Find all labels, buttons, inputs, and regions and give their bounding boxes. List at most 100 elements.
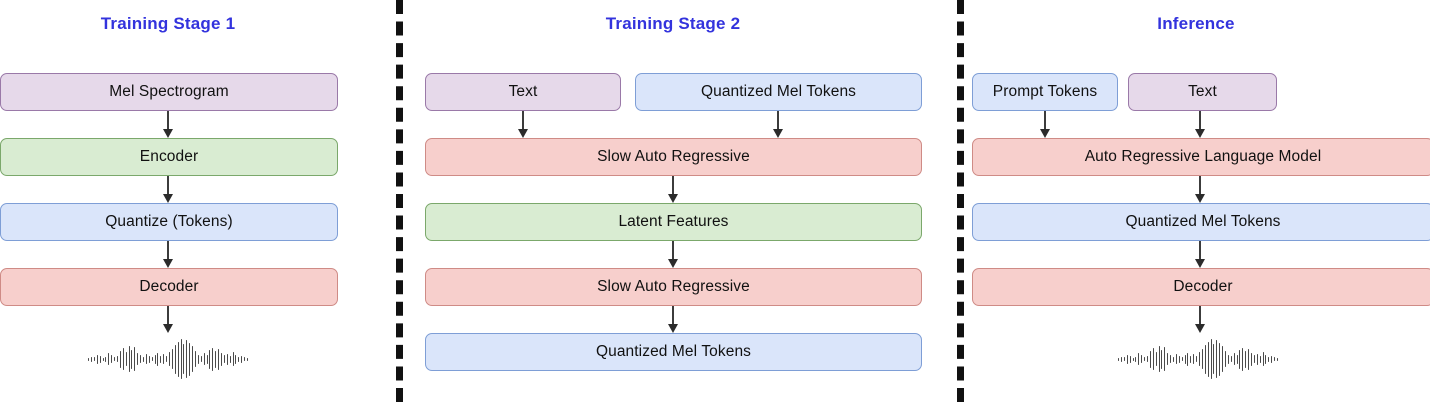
node-training-stage-2-5: Quantized Mel Tokens — [425, 333, 922, 371]
waveform-bar — [247, 357, 248, 361]
arrow-shaft — [777, 111, 779, 130]
waveform-bar — [1213, 344, 1215, 374]
waveform-bar — [1144, 357, 1145, 361]
waveform-bar — [218, 348, 220, 370]
waveform-bar — [1248, 348, 1250, 370]
arrow-head-icon — [163, 129, 173, 138]
waveform-bar — [160, 355, 162, 363]
arrow-head-icon — [1195, 259, 1205, 268]
waveform-bar — [1207, 341, 1209, 377]
waveform-bar — [134, 347, 136, 371]
waveform-bar — [169, 352, 170, 366]
waveform-bar — [1233, 353, 1235, 365]
arrow-head-icon — [1195, 129, 1205, 138]
waveform-bar — [189, 342, 191, 376]
arrow-shaft — [1199, 111, 1201, 130]
node-training-stage-1-3: Decoder — [0, 268, 338, 306]
waveform-bar — [1274, 357, 1276, 361]
waveform-bar — [1251, 352, 1252, 366]
waveform-bar — [1199, 352, 1200, 366]
waveform-bar — [1239, 349, 1241, 369]
arrow-head-icon — [668, 194, 678, 203]
waveform-bar — [195, 351, 196, 367]
node-label: Decoder — [139, 278, 199, 295]
waveform-bar — [174, 344, 176, 374]
waveform-bar — [244, 357, 246, 361]
waveform-bar — [1146, 356, 1148, 362]
waveform-bar — [223, 355, 225, 363]
waveform-bar — [1259, 355, 1261, 363]
waveform-bar — [1219, 342, 1221, 376]
waveform-bar — [226, 353, 228, 365]
waveform-bar — [1196, 356, 1197, 362]
waveform-bar — [1178, 355, 1180, 363]
waveform-bar — [171, 349, 173, 369]
waveform-bar — [1201, 349, 1203, 369]
panel-divider-1 — [396, 0, 403, 402]
waveform-bar — [192, 346, 194, 372]
waveform-bar — [125, 352, 127, 366]
node-training-stage-2-3: Latent Features — [425, 203, 922, 241]
node-inference-0: Prompt Tokens — [972, 73, 1118, 111]
arrow-head-icon — [1195, 194, 1205, 203]
node-label: Encoder — [139, 148, 199, 165]
arrow-head-icon — [668, 259, 678, 268]
waveform-bar — [1141, 355, 1143, 363]
waveform-bar — [1236, 354, 1238, 364]
node-label: Quantized Mel Tokens — [1125, 213, 1281, 230]
waveform-bar — [1118, 357, 1119, 361]
node-inference-3: Quantized Mel Tokens — [972, 203, 1430, 241]
node-label: Quantized Mel Tokens — [700, 83, 857, 100]
waveform-bar — [1193, 354, 1195, 364]
waveform-bar — [1225, 351, 1226, 367]
waveform-bar — [102, 357, 104, 361]
node-training-stage-1-1: Encoder — [0, 138, 338, 176]
waveform-bar — [93, 357, 95, 361]
waveform-bar — [142, 356, 144, 362]
waveform-bar — [157, 352, 159, 366]
waveform-bar — [1181, 357, 1183, 361]
node-label: Decoder — [1173, 278, 1233, 295]
node-label: Latent Features — [618, 213, 729, 230]
waveform-bar — [238, 356, 240, 362]
waveform-bar — [122, 348, 124, 370]
waveform-bar — [1256, 353, 1258, 365]
node-label: Prompt Tokens — [992, 83, 1098, 100]
waveform-bar — [1164, 347, 1166, 371]
panel-title-training-stage-1: Training Stage 1 — [100, 14, 236, 33]
arrow-shaft — [167, 241, 169, 260]
node-training-stage-2-4: Slow Auto Regressive — [425, 268, 922, 306]
node-label: Quantize (Tokens) — [105, 213, 233, 230]
waveform-bar — [108, 353, 110, 365]
waveform-bar — [105, 356, 107, 362]
node-inference-2: Auto Regressive Language Model — [972, 138, 1430, 176]
waveform-bar — [186, 340, 188, 378]
waveform-bar — [180, 339, 182, 379]
waveform-bar — [197, 354, 199, 364]
node-label: Slow Auto Regressive — [597, 278, 750, 295]
arrow-shaft — [1199, 241, 1201, 260]
waveform-bar — [111, 355, 113, 363]
waveform-bar — [140, 355, 141, 363]
waveform-bar — [1158, 346, 1160, 372]
node-label: Auto Regressive Language Model — [1084, 148, 1322, 165]
waveform-bar — [1132, 357, 1134, 361]
waveform-bar — [1271, 355, 1273, 363]
waveform-bar — [1245, 350, 1247, 368]
waveform-bar — [1262, 352, 1264, 366]
waveform-bar — [209, 349, 211, 369]
waveform-bar — [1242, 347, 1244, 371]
waveform-bar — [241, 355, 243, 363]
arrow-shaft — [167, 111, 169, 130]
panel-divider-2 — [957, 0, 964, 402]
waveform-bar — [1126, 354, 1128, 364]
waveform-bar — [215, 350, 217, 368]
node-inference-1: Text — [1128, 73, 1277, 111]
arrow-head-icon — [668, 324, 678, 333]
waveform-bar — [1265, 354, 1267, 364]
waveform-bar — [137, 353, 139, 365]
waveform-bar — [119, 350, 121, 368]
waveform-bar — [203, 353, 205, 365]
arrow-shaft — [1199, 306, 1201, 325]
waveform-bar — [183, 344, 185, 374]
